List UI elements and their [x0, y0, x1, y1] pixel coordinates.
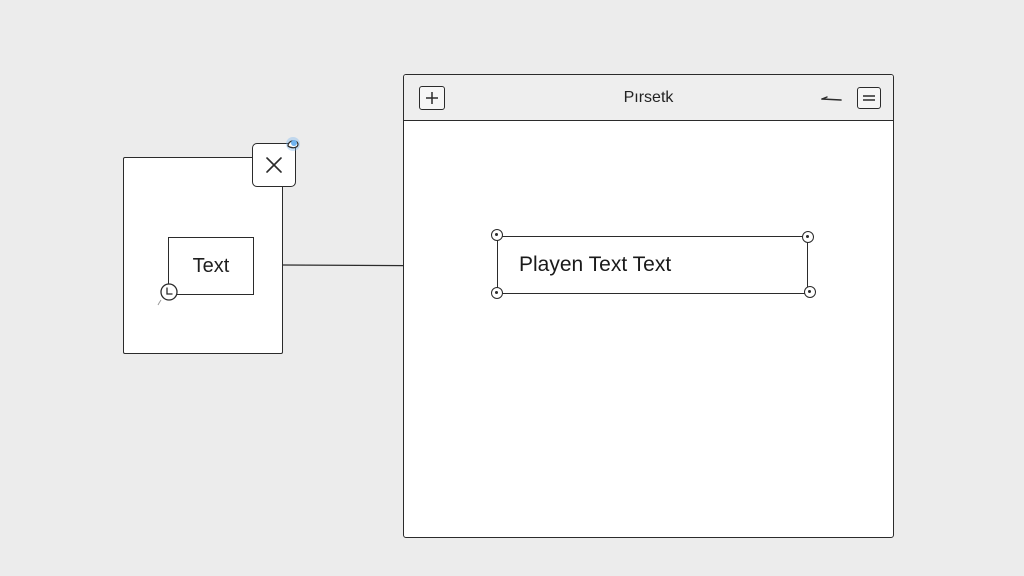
chip-handle-icon[interactable]	[156, 280, 182, 306]
drag-dot-icon[interactable]	[284, 135, 302, 153]
text-element[interactable]: Playen Text Text	[497, 236, 808, 294]
text-chip-label: Text	[192, 254, 230, 277]
window-title: Pırsetk	[623, 89, 674, 106]
close-button[interactable]	[252, 143, 296, 187]
menu-button[interactable]	[857, 87, 881, 109]
resize-handle-top-left[interactable]	[491, 229, 503, 241]
window-titlebar: Pırsetk	[404, 75, 893, 121]
resize-handle-bottom-left[interactable]	[491, 287, 503, 299]
text-chip[interactable]: Text	[168, 237, 254, 295]
app-window: Pırsetk	[403, 74, 894, 538]
minimize-icon[interactable]	[818, 89, 844, 107]
text-element-value: Playen Text Text	[519, 253, 672, 276]
close-icon	[266, 157, 282, 173]
menu-icon	[863, 95, 875, 101]
plus-icon	[426, 92, 438, 104]
resize-handle-top-right[interactable]	[802, 231, 814, 243]
add-button[interactable]	[419, 86, 445, 110]
resize-handle-bottom-right[interactable]	[804, 286, 816, 298]
